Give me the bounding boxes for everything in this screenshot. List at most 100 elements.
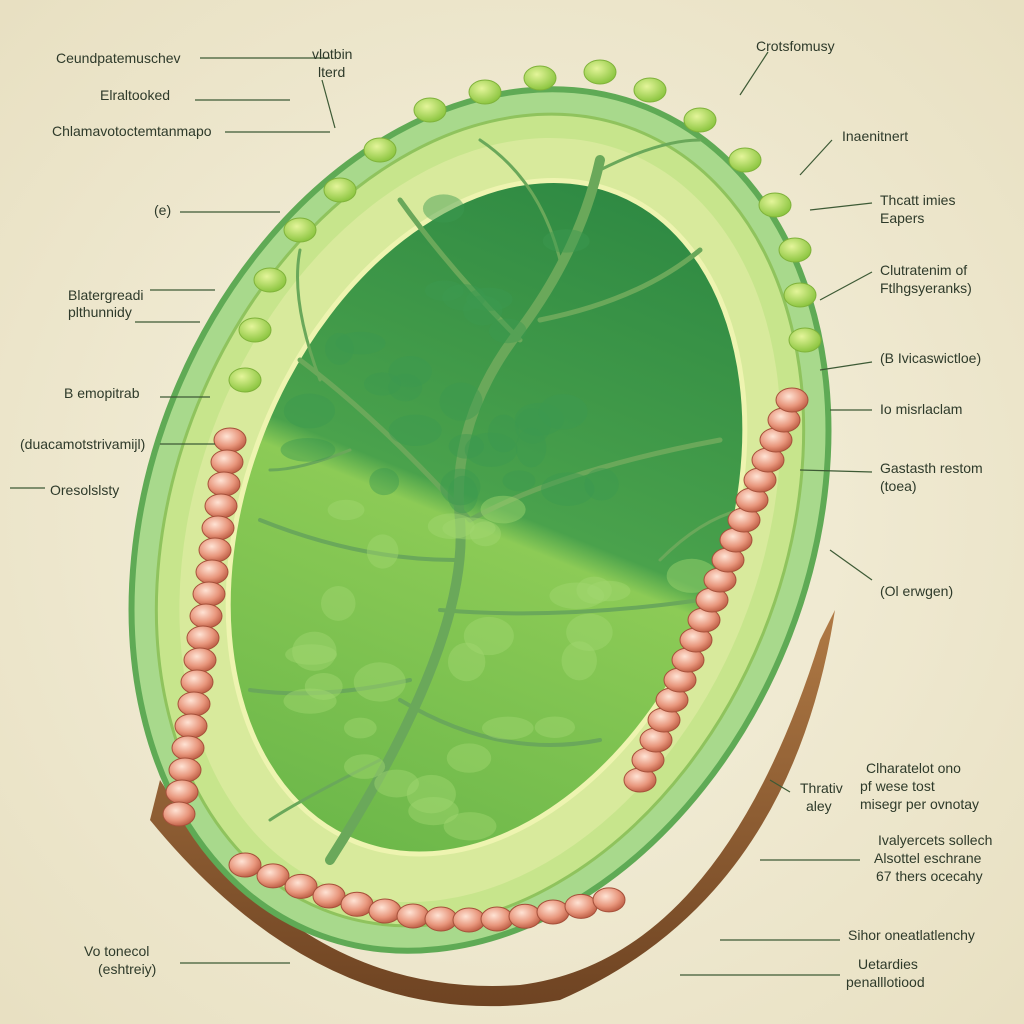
leader-line [799, 469, 873, 473]
interior-cell [388, 414, 442, 447]
label-left-3: Chlamavotoctemtanmapo [52, 123, 212, 139]
interior-cell [464, 432, 518, 467]
interior-cell [440, 468, 481, 506]
pigment-body [168, 757, 202, 783]
interior-cell [374, 769, 419, 798]
vein [537, 247, 703, 323]
interior-cell [283, 688, 337, 714]
chloroplast [413, 97, 447, 123]
label-right-4a: Clutratenim of [880, 262, 968, 278]
label-left-5b: plthunnidy [68, 304, 132, 320]
interior-cell [353, 662, 406, 702]
chloroplast [468, 79, 502, 105]
vein [297, 357, 473, 523]
label-top-1b: lterd [318, 64, 346, 80]
interior-cell [427, 513, 475, 540]
vein [248, 678, 412, 696]
chloroplast [253, 267, 287, 293]
interior-cell [541, 472, 595, 506]
pigment-body [192, 581, 226, 607]
interior-cell [586, 580, 631, 602]
label-right-10c: misegr per ovnotay [860, 796, 980, 812]
vein [398, 698, 602, 747]
vein [296, 248, 322, 382]
interior-cell [463, 616, 514, 656]
pigment-body [195, 559, 229, 585]
chloroplast [583, 59, 617, 85]
leader-line [739, 51, 769, 96]
label-right-10a: Clharatelot ono [866, 760, 961, 776]
chloroplast [728, 147, 762, 173]
interior-cell [566, 613, 613, 652]
interior-cell [487, 414, 520, 453]
vein [268, 448, 352, 472]
pigment-body [186, 625, 220, 651]
vein-network [248, 138, 742, 865]
vein [268, 758, 382, 822]
label-right-11c: 67 thers ocecahy [876, 868, 983, 884]
interior-cell [463, 295, 503, 326]
chloroplast [683, 107, 717, 133]
pigment-body [198, 537, 232, 563]
interior-cell [447, 475, 478, 514]
interior-cell [424, 280, 464, 302]
interior-cell [406, 774, 456, 814]
chloroplast [323, 177, 357, 203]
chloroplast [228, 367, 262, 393]
interior-cell [666, 558, 717, 593]
interior-cell [442, 517, 496, 540]
chloroplast [523, 65, 557, 91]
pigment-body [536, 899, 570, 925]
interior-cell [280, 437, 336, 462]
label-right-3b: Eapers [880, 210, 925, 226]
interior-cell [335, 331, 386, 355]
interior-cell [446, 743, 492, 773]
label-right-5: (B Ivicaswictloe) [880, 350, 982, 366]
pigment-body [564, 893, 598, 919]
leader-line [829, 549, 873, 581]
label-right-10b: pf wese tost [860, 778, 935, 794]
interior-cell [515, 427, 547, 468]
label-bottom-1b: (eshtreiy) [98, 961, 157, 977]
leader-line [809, 202, 873, 211]
label-right-2: Inaenitnert [842, 128, 909, 144]
chloroplast [633, 77, 667, 103]
interior-cell [542, 229, 590, 253]
vein [258, 518, 457, 562]
chloroplast [758, 192, 792, 218]
interior-cell [366, 534, 399, 569]
pigment-body [775, 387, 809, 413]
label-right-13a: Uetardies [858, 956, 918, 972]
label-right-12: Sihor oneatlatlenchy [848, 927, 975, 943]
leader-line [799, 139, 833, 176]
pigment-body [204, 493, 238, 519]
vein [598, 138, 702, 172]
interior-cell [343, 717, 377, 739]
pigment-body [210, 449, 244, 475]
interior-cell [343, 754, 386, 779]
chloroplast-bodies [228, 59, 822, 393]
pigment-body [213, 427, 247, 453]
interior-cell [448, 433, 485, 459]
interior-cell [327, 499, 365, 521]
chloroplast [363, 137, 397, 163]
interior-cell [584, 468, 619, 501]
interior-cell [325, 332, 354, 365]
interior-cell [443, 812, 497, 841]
label-right-4b: Ftlhgsyeranks) [880, 280, 972, 296]
vein [397, 197, 523, 343]
pigment-body [180, 669, 214, 695]
chloroplast [238, 317, 272, 343]
label-bottom-1a: Vo tonecol [84, 943, 150, 959]
interior-cell [292, 631, 337, 671]
label-left-6: B emopitrab [64, 385, 140, 401]
label-left-5a: Blatergreadi [68, 287, 144, 303]
interior-cell [561, 641, 597, 681]
interior-cell [364, 372, 402, 396]
chloroplast [778, 237, 812, 263]
pigment-body [592, 887, 626, 913]
interior-cell [480, 495, 526, 524]
interior-cell [469, 521, 502, 547]
leader-line [321, 79, 336, 129]
